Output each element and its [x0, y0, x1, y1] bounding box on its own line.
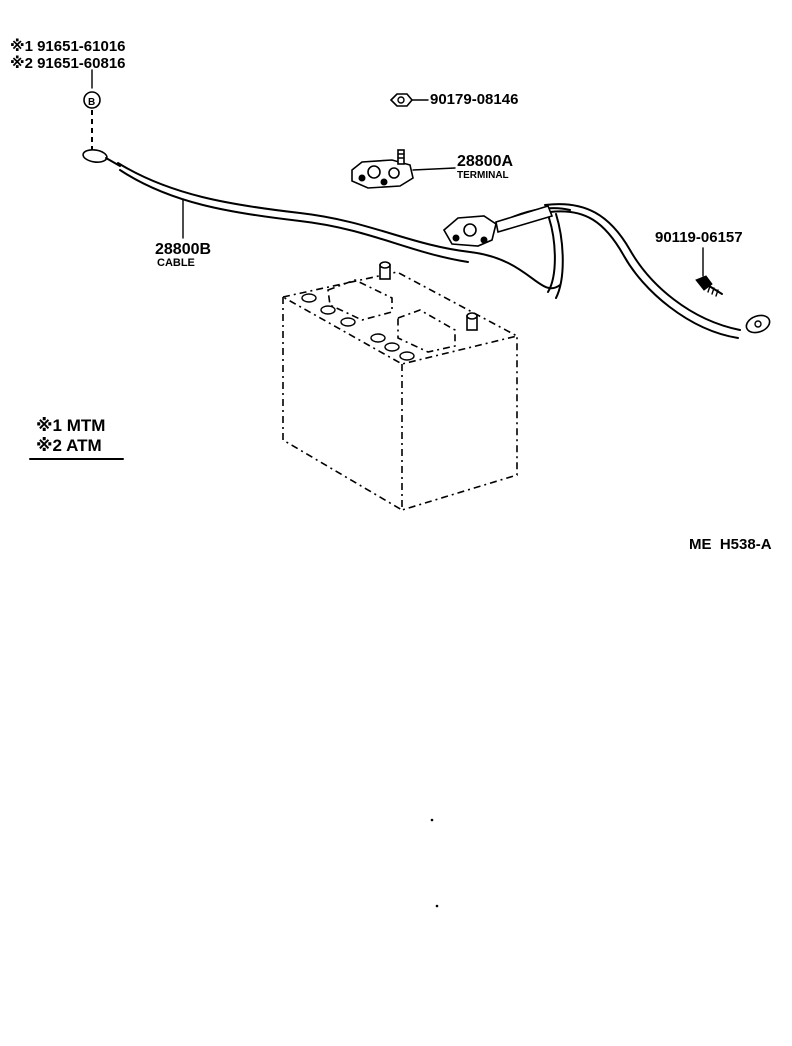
terminal-label: TERMINAL [457, 170, 509, 181]
nut-part-number: 90179-08146 [430, 91, 518, 108]
cable-label: CABLE [157, 257, 195, 269]
bolt-icon [695, 275, 723, 297]
nut-note-mtm: ※1 91651-61016 [10, 37, 126, 55]
hex-nut-icon [389, 93, 414, 107]
legend-mtm: ※1 MTM [36, 416, 105, 435]
figure-code: ME H538-A [689, 536, 772, 553]
nut-note-atm: ※2 91651-60816 [10, 54, 126, 72]
washer-nut-icon: B [83, 91, 101, 109]
battery-icon [280, 261, 520, 512]
cable-part-number: 28800B [155, 241, 211, 258]
cable-clamp-icon [442, 205, 554, 247]
legend-atm: ※2 ATM [36, 436, 102, 455]
terminal-clamp-icon [351, 149, 414, 189]
nut-symbol: B [88, 97, 95, 108]
bolt-part-number: 90119-06157 [655, 229, 743, 246]
terminal-part-number: 28800A [457, 153, 513, 170]
battery-cable [82, 149, 771, 339]
